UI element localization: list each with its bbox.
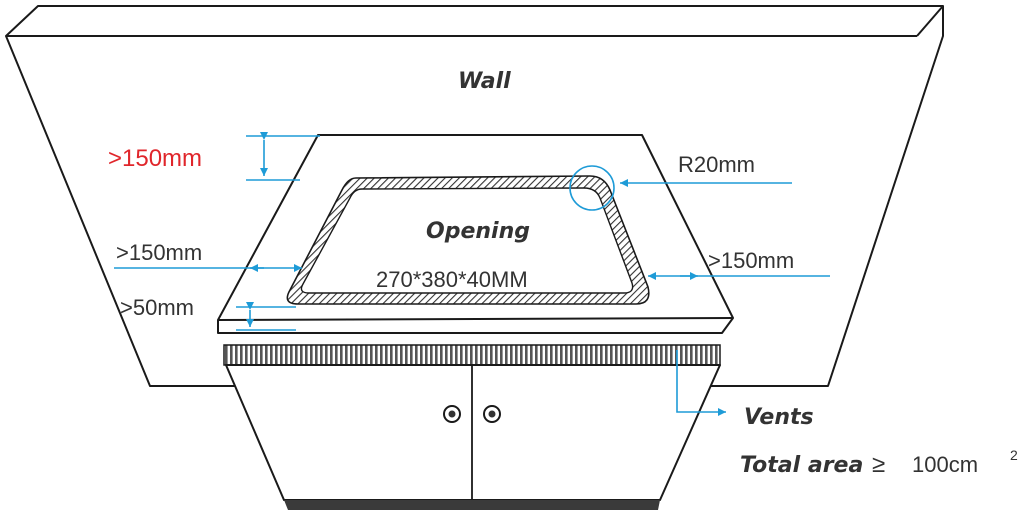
cabinet-body xyxy=(225,364,721,501)
vents-label: Vents xyxy=(744,405,814,430)
vents-leader xyxy=(676,350,726,416)
cabinet xyxy=(223,344,721,510)
opening-label: Opening xyxy=(426,219,530,244)
total-area-symbol: ≥ xyxy=(872,451,885,478)
front-clearance-label: >50mm xyxy=(120,295,194,320)
total-area-line: Total area ≥ 100cm 2 xyxy=(740,447,1018,478)
wall-corner-edge xyxy=(916,5,944,37)
cabinet-plinth xyxy=(284,500,660,510)
opening-inner xyxy=(300,187,634,294)
total-area-label: Total area xyxy=(740,453,863,478)
total-area-value: 100cm xyxy=(912,452,978,477)
opening-size-label: 270*380*40MM xyxy=(376,267,528,292)
vent-strip xyxy=(223,344,721,366)
dimension-lines xyxy=(114,132,830,416)
radius-label: R20mm xyxy=(678,152,755,177)
wall-label: Wall xyxy=(458,69,511,94)
top-clearance-label: >150mm xyxy=(108,145,202,172)
right-clearance-label: >150mm xyxy=(708,248,794,273)
opening xyxy=(286,175,650,305)
left-clearance-label: >150mm xyxy=(116,240,202,265)
countertop-front-edge xyxy=(217,317,734,321)
radius-callout-circle xyxy=(569,165,615,211)
total-area-exponent: 2 xyxy=(1010,447,1018,463)
